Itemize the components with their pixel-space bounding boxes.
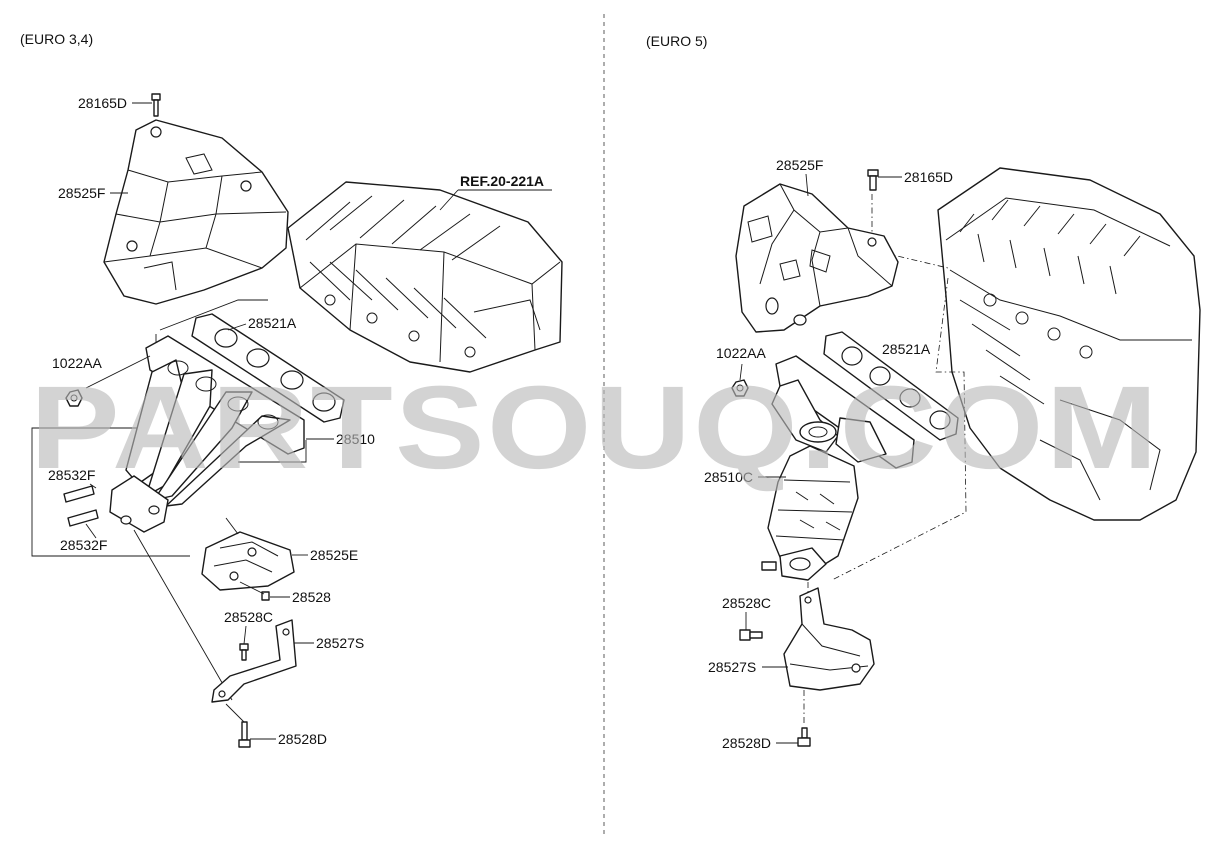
bracket-bolt-right bbox=[739, 629, 763, 641]
bracket-bolt-lower-right bbox=[797, 727, 811, 747]
engine-block-left bbox=[287, 181, 563, 373]
shield-bolt-right bbox=[867, 169, 879, 191]
stud-upper-left bbox=[63, 485, 95, 503]
label-28165D-right: 28165D bbox=[904, 169, 953, 185]
watermark: PARTSOUQ.COM bbox=[30, 362, 1160, 494]
label-28510C-right: 28510C bbox=[704, 469, 753, 485]
bracket-bolt-left bbox=[239, 643, 249, 661]
label-28532F-lower: 28532F bbox=[60, 537, 107, 553]
label-28521A-left: 28521A bbox=[248, 315, 297, 331]
exhaust-manifold-left bbox=[109, 335, 305, 533]
stud-lower-left bbox=[67, 509, 99, 527]
label-1022AA-left: 1022AA bbox=[52, 355, 102, 371]
bracket-bolt-lower-left bbox=[238, 721, 251, 748]
nut-right bbox=[731, 379, 749, 397]
heat-shield-upper-right bbox=[735, 183, 899, 333]
label-28528C-right: 28528C bbox=[722, 595, 771, 611]
euro34-section: (EURO 3,4) REF.20-221A bbox=[20, 31, 563, 748]
heat-shield-lower-left bbox=[201, 531, 295, 591]
euro5-section: (EURO 5) bbox=[646, 33, 1201, 751]
lower-shield-bolt-left bbox=[261, 591, 270, 601]
gasket-left bbox=[191, 313, 345, 423]
label-28532F-upper: 28532F bbox=[48, 467, 95, 483]
label-28525F-left: 28525F bbox=[58, 185, 105, 201]
engine-block-right bbox=[937, 167, 1201, 521]
section-title-euro34: (EURO 3,4) bbox=[20, 31, 93, 47]
nut-left bbox=[65, 389, 83, 407]
label-28525E-left: 28525E bbox=[310, 547, 358, 563]
bracket-left bbox=[211, 619, 297, 703]
label-28510-left: 28510 bbox=[336, 431, 375, 447]
heat-shield-upper-left bbox=[103, 119, 289, 305]
label-28525F-right: 28525F bbox=[776, 157, 823, 173]
label-28527S-left: 28527S bbox=[316, 635, 364, 651]
label-28528-left: 28528 bbox=[292, 589, 331, 605]
bracket-right bbox=[783, 587, 875, 691]
label-28527S-right: 28527S bbox=[708, 659, 756, 675]
gasket-right bbox=[823, 331, 959, 441]
label-28165D-left: 28165D bbox=[78, 95, 127, 111]
label-28528C-left: 28528C bbox=[224, 609, 273, 625]
shield-bolt-left bbox=[151, 93, 161, 117]
reference-label: REF.20-221A bbox=[460, 173, 544, 189]
section-title-euro5: (EURO 5) bbox=[646, 33, 707, 49]
catalytic-manifold-right bbox=[761, 355, 915, 581]
label-28528D-left: 28528D bbox=[278, 731, 327, 747]
label-28521A-right: 28521A bbox=[882, 341, 931, 357]
label-28528D-right: 28528D bbox=[722, 735, 771, 751]
label-1022AA-right: 1022AA bbox=[716, 345, 766, 361]
